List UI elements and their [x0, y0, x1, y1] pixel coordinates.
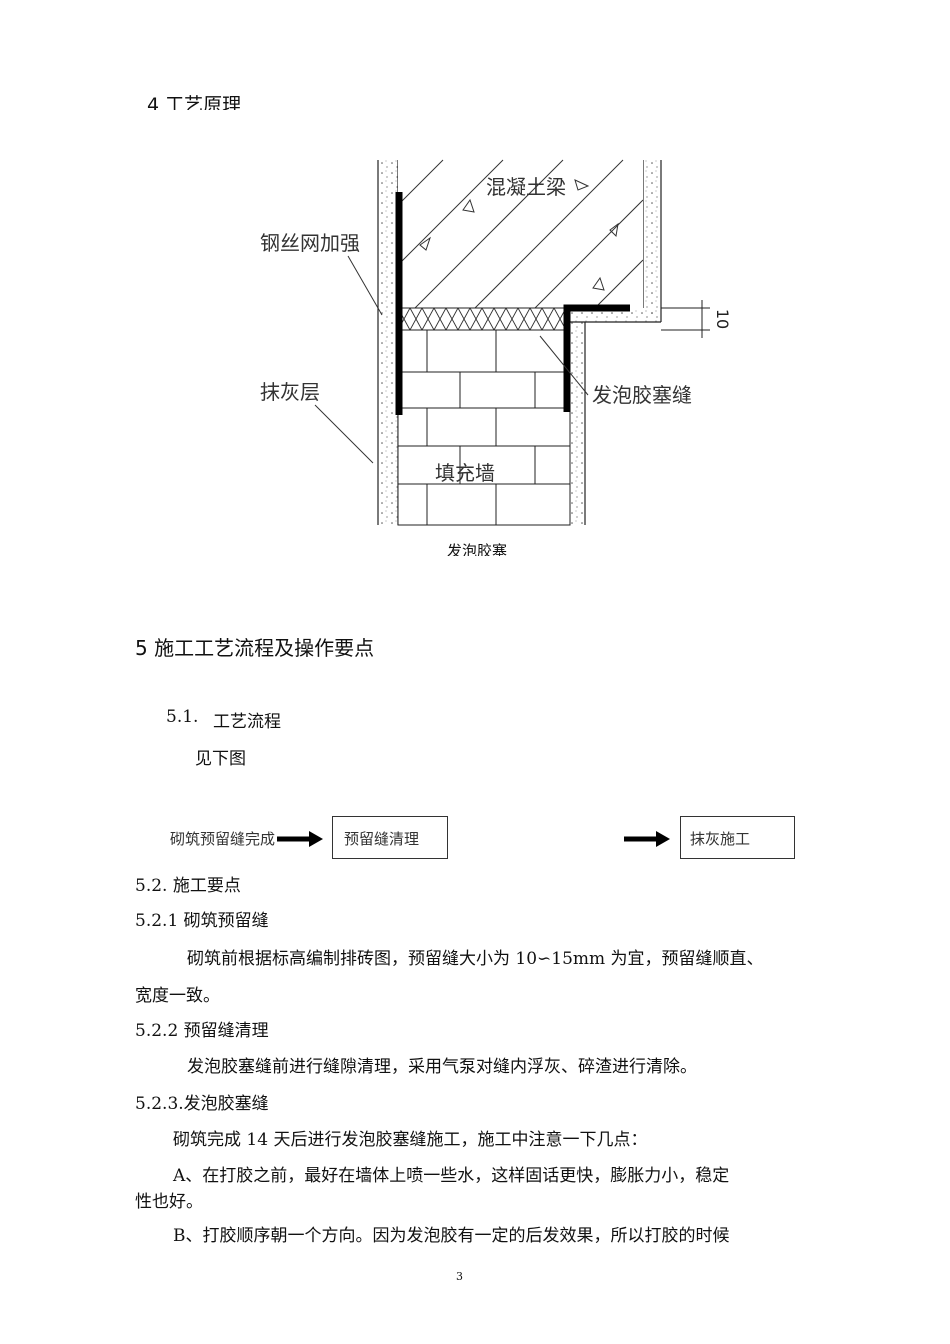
- beam-right-plaster: [643, 160, 661, 322]
- section-5-2-1-line-2: 宽度一致。: [135, 986, 220, 1006]
- section-5-2-3-title: 5.2.3.发泡胶塞缝: [135, 1094, 269, 1114]
- section-5-1-number: 5.1.: [166, 707, 199, 727]
- label-concrete-beam: 混凝土梁: [486, 175, 566, 199]
- section-5-2-title: 5.2. 施工要点: [135, 876, 241, 896]
- wall-right-plaster: [570, 322, 585, 525]
- section-5-1-title: 工艺流程: [213, 712, 281, 732]
- left-plaster-layer: [378, 160, 398, 525]
- flow-step-1: 砌筑预留缝完成: [170, 830, 276, 848]
- flow-box-3: [680, 816, 795, 859]
- label-steel-mesh: 钢丝网加强: [260, 231, 360, 255]
- section-5-2-1-title: 5.2.1 砌筑预留缝: [135, 911, 269, 931]
- section-4-heading: 4 工艺原理: [147, 94, 242, 110]
- section-5-heading: 5 施工工艺流程及操作要点: [135, 636, 375, 660]
- section-5-2-2-title: 5.2.2 预留缝清理: [135, 1021, 269, 1041]
- construction-detail-diagram: 10 混凝土梁 钢丝网加强 抹灰层 发泡胶塞缝 填充墙: [260, 159, 732, 526]
- flow-box-2: [332, 816, 448, 859]
- brick-wall: [397, 329, 571, 526]
- section-5-2-2-text: 发泡胶塞缝前进行缝隙清理，采用气泵对缝内浮灰、碎渣进行清除。: [187, 1057, 697, 1077]
- dimension-mark: [661, 300, 710, 338]
- steel-mesh-right: [563, 304, 630, 412]
- section-5-2-3-point-a-line-1: A、在打胶之前，最好在墙体上喷一些水，这样固话更快，膨胀力小，稳定: [173, 1166, 730, 1186]
- label-infill-wall: 填充墙: [435, 461, 495, 485]
- section-5-2-3-point-a-line-2: 性也好。: [135, 1192, 203, 1212]
- label-foam-seal: 发泡胶塞缝: [592, 383, 692, 407]
- label-plaster-layer: 抹灰层: [260, 380, 320, 404]
- diagram-caption: 发泡胶塞: [447, 542, 508, 556]
- page-number: 3: [456, 1270, 463, 1283]
- section-5-1-text: 见下图: [195, 749, 246, 769]
- flow-arrow-icon: [277, 831, 323, 847]
- flow-step-2: 预留缝清理: [344, 830, 420, 848]
- dimension-label: 10: [713, 309, 732, 329]
- section-5-2-1-line-1: 砌筑前根据标高编制排砖图，预留缝大小为 10∽15mm 为宜，预留缝顺直、: [187, 949, 764, 969]
- flow-arrow-icon: [624, 831, 670, 847]
- section-5-2-3-text: 砌筑完成 14 天后进行发泡胶塞缝施工，施工中注意一下几点：: [173, 1130, 648, 1150]
- section-5-2-3-point-b: B、打胶顺序朝一个方向。因为发泡胶有一定的后发效果，所以打胶的时候: [173, 1226, 730, 1246]
- flow-step-3: 抹灰施工: [690, 830, 751, 848]
